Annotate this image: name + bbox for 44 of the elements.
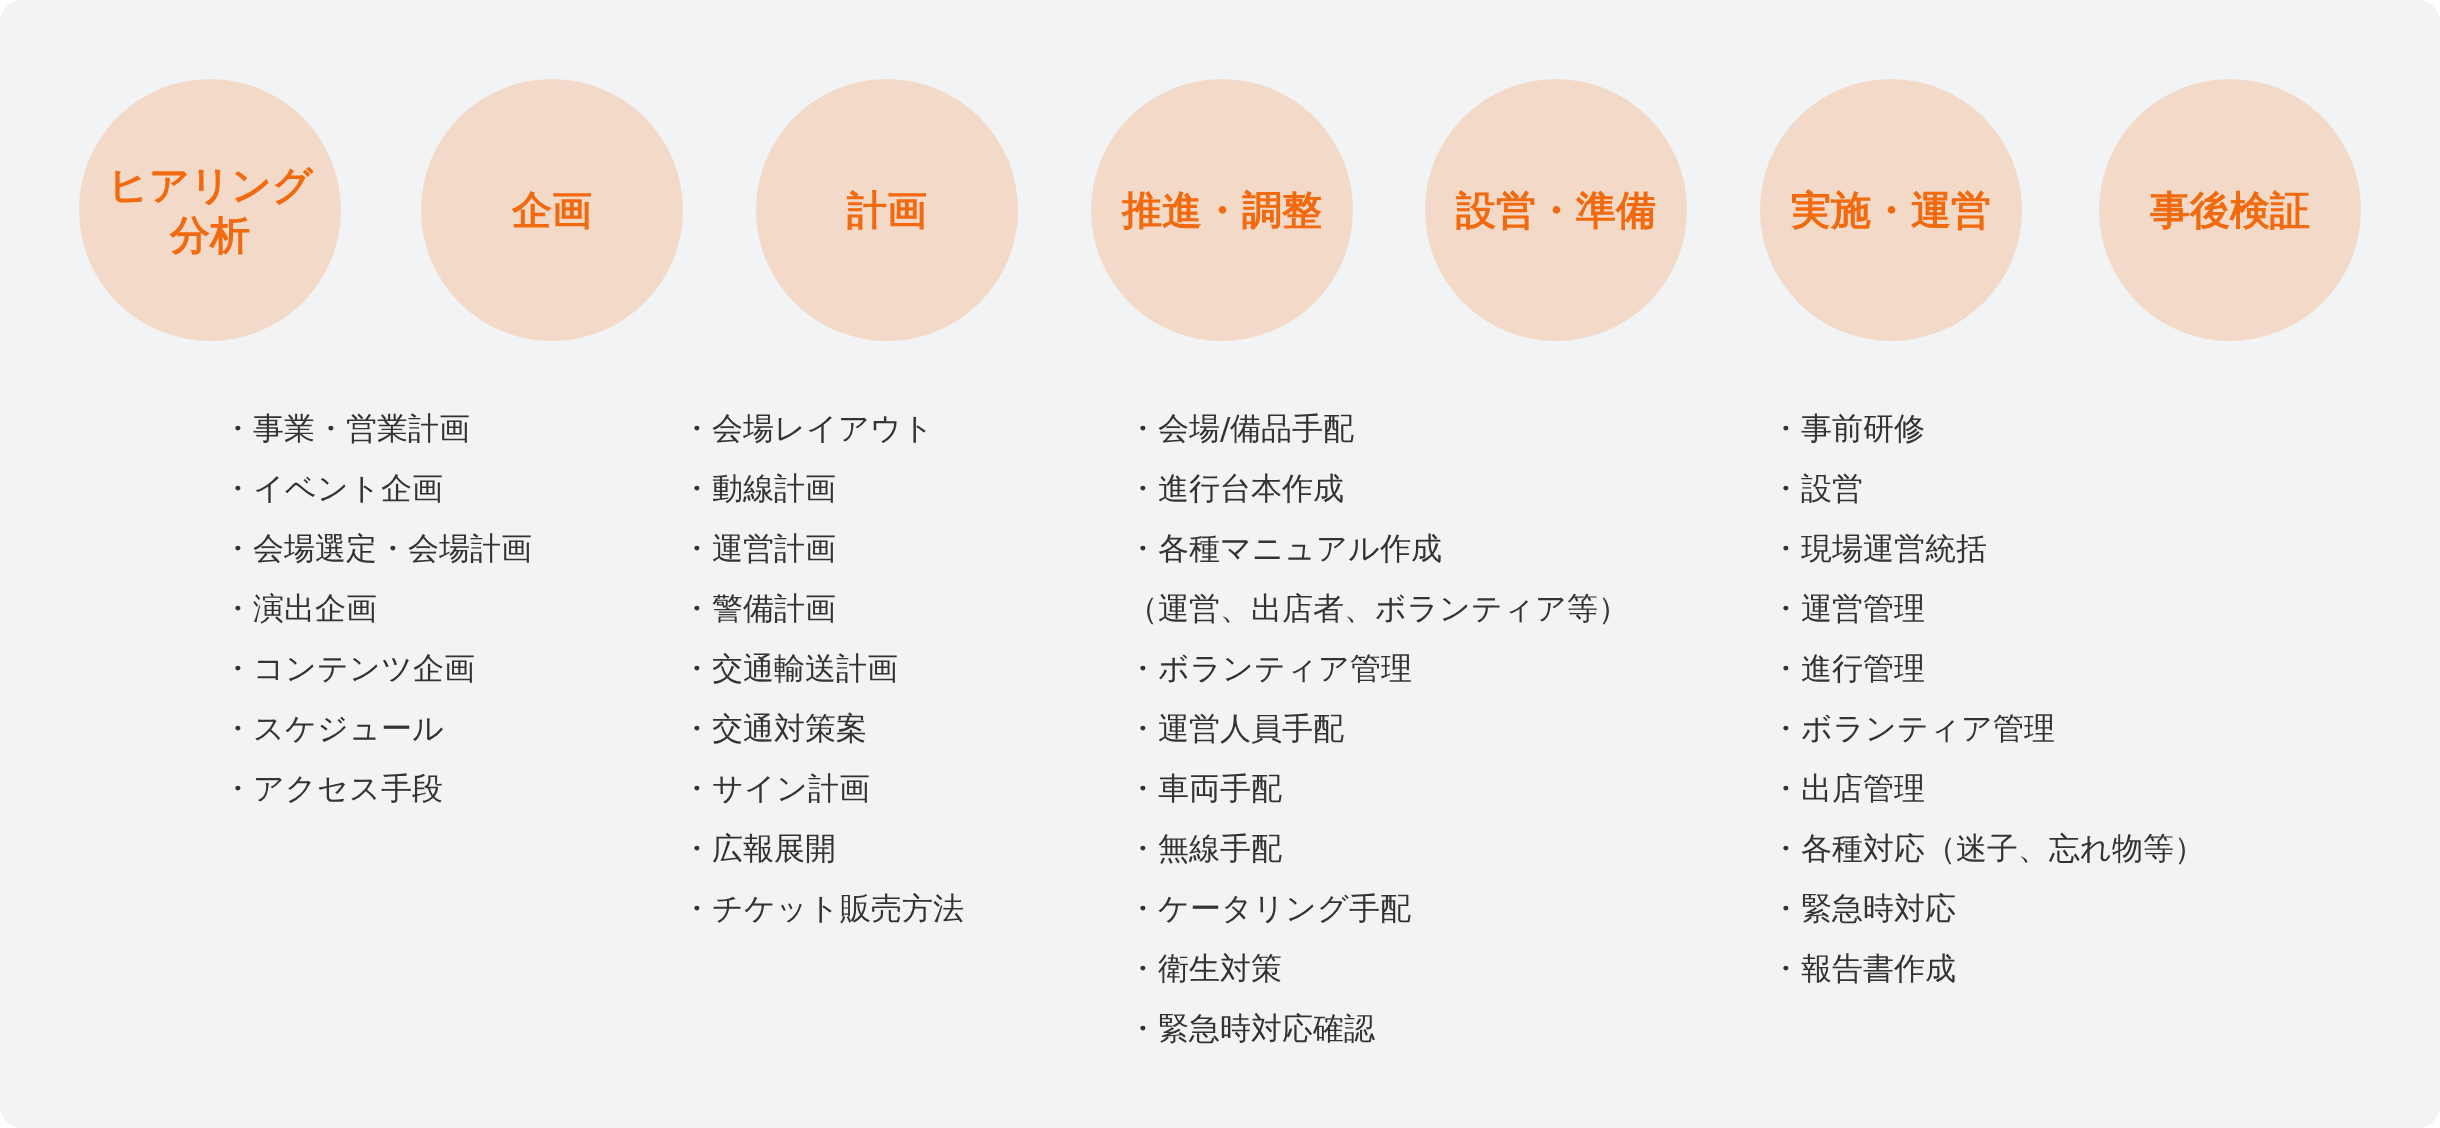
task-item: ・進行管理: [1770, 649, 1925, 688]
task-item: ・警備計画: [681, 589, 836, 628]
step-title: 企画: [510, 186, 593, 235]
task-item: ・事業・営業計画: [222, 409, 470, 448]
task-item: ・現場運営統括: [1770, 529, 1987, 568]
task-item: ・運営計画: [681, 529, 836, 568]
task-item: ・コンテンツ企画: [222, 649, 475, 688]
task-item: ・広報展開: [681, 829, 836, 868]
task-item: ・交通対策案: [681, 709, 867, 748]
step-title: ヒアリング分析: [106, 161, 315, 260]
task-item: ・緊急時対応: [1770, 889, 1956, 928]
step-title: 推進・調整: [1120, 186, 1323, 235]
task-item: ・ケータリング手配: [1127, 889, 1411, 928]
task-item: ・演出企画: [222, 589, 377, 628]
step-title: 設営・準備: [1455, 186, 1657, 235]
task-item: ・運営人員手配: [1127, 709, 1344, 748]
step-title: 事後検証: [2149, 186, 2311, 235]
task-item: ・事前研修: [1770, 409, 1925, 448]
task-item: ・交通輸送計画: [681, 649, 898, 688]
task-item: ・アクセス手段: [222, 769, 443, 808]
task-item: ・動線計画: [681, 469, 836, 508]
task-item: ・緊急時対応確認: [1127, 1009, 1375, 1048]
task-item: ・設営: [1770, 469, 1863, 508]
task-item: ・チケット販売方法: [681, 889, 964, 928]
task-item: ・サイン計画: [681, 769, 870, 808]
task-item: ・各種マニュアル作成: [1127, 529, 1442, 568]
task-item: ・各種対応（迷子、忘れ物等）: [1770, 829, 2205, 868]
task-item: ・会場/備品手配: [1127, 409, 1355, 448]
task-item: ・スケジュール: [222, 709, 444, 748]
task-item: ・ボランティア管理: [1127, 649, 1412, 688]
task-item: ・会場選定・会場計画: [222, 529, 532, 568]
step-title: 計画: [846, 186, 928, 235]
task-item: ・進行台本作成: [1127, 469, 1344, 508]
task-item: （運営、出店者、ボランティア等）: [1127, 589, 1629, 628]
task-item: ・会場レイアウト: [681, 409, 934, 448]
task-item: ・報告書作成: [1770, 949, 1956, 988]
task-item: ・イベント企画: [222, 469, 443, 508]
step-title: 実施・運営: [1790, 186, 1992, 235]
task-item: ・衛生対策: [1127, 949, 1282, 988]
task-item: ・ボランティア管理: [1770, 709, 2055, 748]
task-item: ・無線手配: [1127, 829, 1282, 868]
task-item: ・車両手配: [1127, 769, 1282, 808]
task-item: ・出店管理: [1770, 769, 1925, 808]
task-item: ・運営管理: [1770, 589, 1925, 628]
